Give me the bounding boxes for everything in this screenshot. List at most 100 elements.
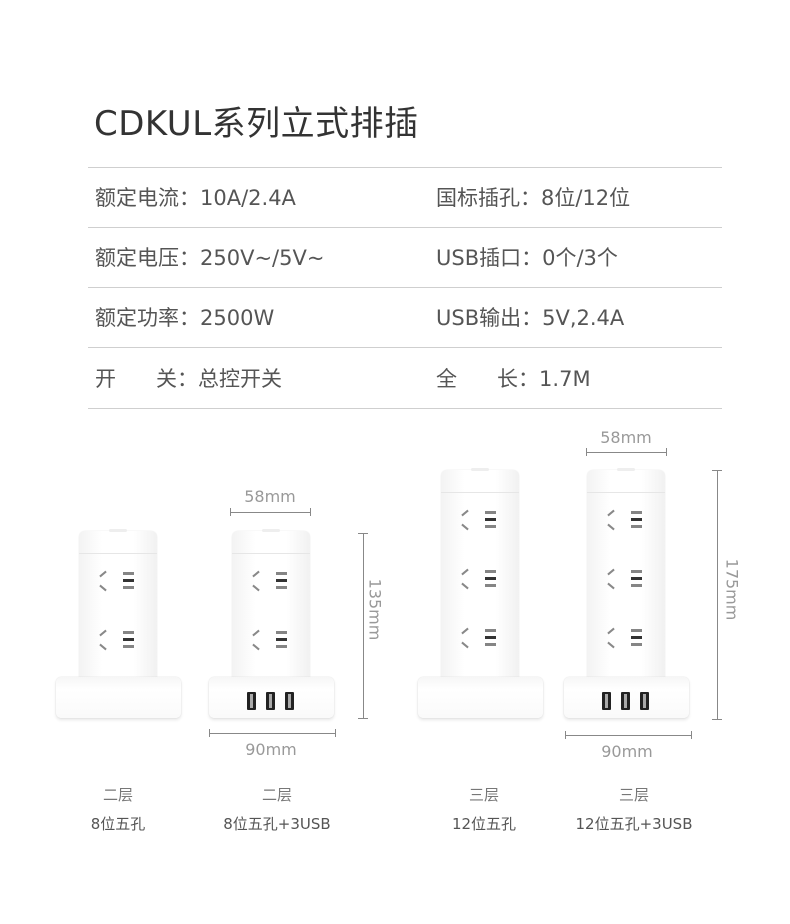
dim-top-width-small: 58mm bbox=[244, 487, 296, 506]
slot bbox=[276, 631, 287, 634]
dim-height-small: 135mm bbox=[365, 578, 385, 641]
slot bbox=[485, 577, 496, 580]
pin bbox=[252, 643, 260, 651]
slot bbox=[631, 525, 642, 528]
spec-usb-ports: USB插口：0个/3个 bbox=[436, 246, 618, 270]
slot bbox=[276, 586, 287, 589]
switch-cap bbox=[232, 529, 310, 554]
power-tower bbox=[441, 468, 519, 679]
slot bbox=[123, 638, 134, 641]
slot bbox=[631, 584, 642, 587]
slot bbox=[276, 572, 287, 575]
outlet-icon bbox=[249, 627, 295, 653]
slot bbox=[123, 579, 134, 582]
pin bbox=[252, 629, 260, 637]
divider bbox=[88, 227, 722, 228]
divider bbox=[88, 408, 722, 409]
pin bbox=[607, 509, 615, 517]
slot bbox=[276, 638, 287, 641]
slot bbox=[631, 570, 642, 573]
product-config-label: 8位五孔 bbox=[90, 815, 146, 833]
dim-top-width-large: 58mm bbox=[600, 428, 652, 447]
power-tower bbox=[232, 529, 310, 679]
pin bbox=[461, 582, 469, 590]
slot bbox=[485, 511, 496, 514]
slot bbox=[631, 518, 642, 521]
slot bbox=[123, 631, 134, 634]
slot bbox=[485, 525, 496, 528]
pin bbox=[461, 641, 469, 649]
spec-switch: 开 关：总控开关 bbox=[95, 367, 283, 391]
dim-base-width-small: 90mm bbox=[245, 740, 297, 759]
pin bbox=[99, 570, 107, 578]
slot bbox=[485, 570, 496, 573]
slot bbox=[485, 643, 496, 646]
slot bbox=[631, 511, 642, 514]
dim-height-large: 175mm bbox=[722, 558, 742, 621]
pin bbox=[461, 568, 469, 576]
spec-length: 全 长：1.7M bbox=[436, 367, 591, 391]
pin bbox=[607, 641, 615, 649]
usb-port-icon bbox=[640, 692, 649, 710]
dim-base-width-large: 90mm bbox=[601, 742, 653, 761]
pin bbox=[99, 643, 107, 651]
dim-line bbox=[230, 508, 311, 516]
slot bbox=[123, 586, 134, 589]
switch-cap bbox=[441, 468, 519, 493]
divider bbox=[88, 167, 722, 168]
slot bbox=[631, 636, 642, 639]
pin bbox=[99, 584, 107, 592]
spec-socket-count: 国标插孔：8位/12位 bbox=[436, 186, 631, 210]
switch-cap bbox=[79, 529, 157, 554]
pin bbox=[607, 582, 615, 590]
outlet-icon bbox=[96, 568, 142, 594]
pin bbox=[252, 570, 260, 578]
outlet-icon bbox=[96, 627, 142, 653]
usb-port-icon bbox=[621, 692, 630, 710]
usb-port-icon bbox=[285, 692, 294, 710]
outlet-icon bbox=[458, 507, 504, 533]
slot bbox=[485, 636, 496, 639]
spec-usb-output: USB输出：5V,2.4A bbox=[436, 306, 625, 330]
dim-line bbox=[712, 470, 722, 720]
slot bbox=[485, 584, 496, 587]
outlet-icon bbox=[249, 568, 295, 594]
product-config-label: 12位五孔 bbox=[451, 815, 517, 833]
slot bbox=[123, 645, 134, 648]
switch-cap bbox=[587, 468, 665, 493]
product-tier-label: 三层 bbox=[468, 786, 499, 804]
slot bbox=[485, 518, 496, 521]
outlet-icon bbox=[604, 566, 650, 592]
product-tier-label: 二层 bbox=[261, 786, 292, 804]
usb-port-icon bbox=[247, 692, 256, 710]
pin bbox=[99, 629, 107, 637]
slot bbox=[631, 577, 642, 580]
usb-port-icon bbox=[266, 692, 275, 710]
outlet-icon bbox=[458, 625, 504, 651]
slot bbox=[631, 629, 642, 632]
base bbox=[418, 677, 543, 718]
dim-line bbox=[586, 448, 667, 456]
spec-rated-current: 额定电流：10A/2.4A bbox=[95, 186, 296, 210]
product-tier-label: 三层 bbox=[618, 786, 649, 804]
product-tier-label: 二层 bbox=[102, 786, 133, 804]
page-title: CDKUL系列立式排插 bbox=[94, 104, 419, 144]
slot bbox=[276, 645, 287, 648]
usb-port-icon bbox=[602, 692, 611, 710]
dim-line bbox=[565, 731, 692, 739]
dim-line bbox=[209, 729, 336, 737]
product-config-label: 8位五孔+3USB bbox=[223, 815, 331, 833]
dim-line bbox=[358, 533, 368, 719]
pin bbox=[252, 584, 260, 592]
slot bbox=[631, 643, 642, 646]
pin bbox=[461, 627, 469, 635]
power-tower bbox=[79, 529, 157, 679]
spec-rated-voltage: 额定电压：250V~/5V~ bbox=[95, 246, 325, 270]
pin bbox=[461, 509, 469, 517]
pin bbox=[607, 523, 615, 531]
base bbox=[209, 677, 334, 718]
base bbox=[564, 677, 689, 718]
slot bbox=[123, 572, 134, 575]
power-tower bbox=[587, 468, 665, 679]
slot bbox=[276, 579, 287, 582]
